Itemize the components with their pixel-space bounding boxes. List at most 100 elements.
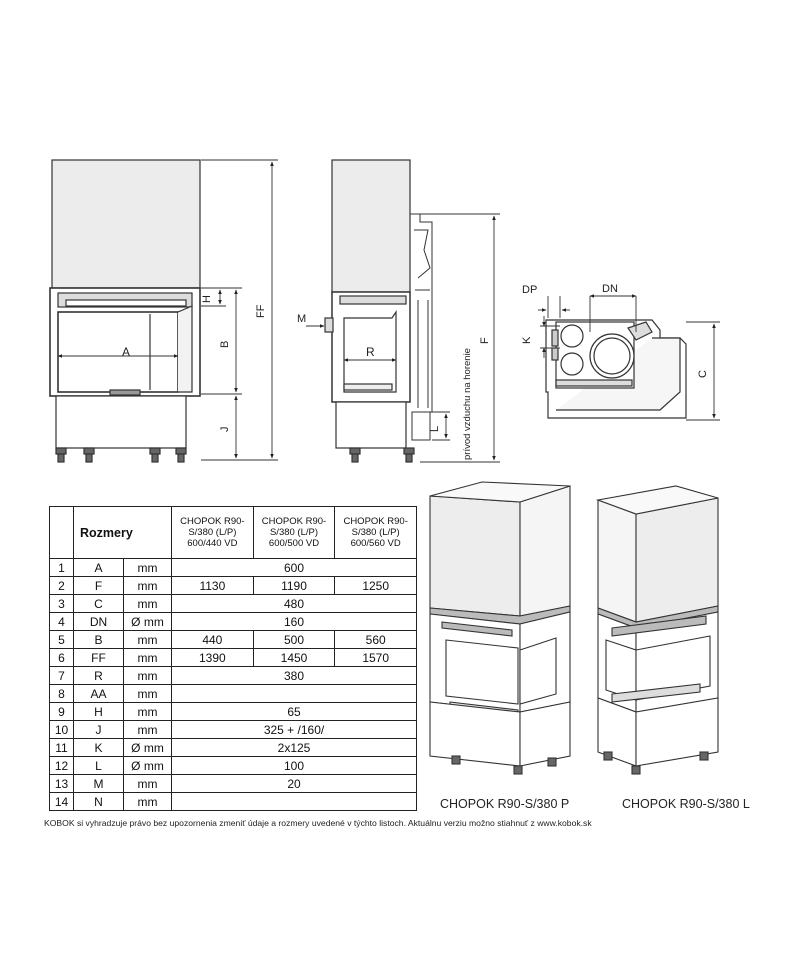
row-number: 13 bbox=[49, 774, 74, 793]
dimension-value: 560 bbox=[334, 630, 417, 649]
front-hood bbox=[51, 159, 201, 289]
dimension-unit: mm bbox=[122, 558, 173, 577]
dimension-value-all: 380 bbox=[171, 666, 417, 685]
row-number: 7 bbox=[49, 666, 74, 685]
dim-label-dp: DP bbox=[522, 284, 537, 296]
perspective-left-version bbox=[595, 485, 719, 775]
dimension-unit: mm bbox=[122, 702, 173, 721]
row-number: 10 bbox=[49, 720, 74, 739]
dim-label-r: R bbox=[366, 345, 375, 359]
caption-left-version: CHOPOK R90-S/380 L bbox=[622, 797, 750, 811]
dimension-value: 500 bbox=[252, 630, 336, 649]
front-base bbox=[55, 395, 187, 449]
dimension-unit: mm bbox=[122, 720, 173, 739]
perspective-right-version bbox=[429, 481, 571, 775]
dimension-code: DN bbox=[73, 612, 124, 631]
dimensions-table: Rozmery CHOPOK R90-S/380 (L/P) 600/440 V… bbox=[49, 506, 417, 811]
row-number: 5 bbox=[49, 630, 74, 649]
dimension-code: AA bbox=[73, 684, 124, 703]
dim-label-dn: DN bbox=[602, 283, 618, 295]
front-dimensions bbox=[57, 159, 278, 461]
dimension-value-all bbox=[171, 792, 417, 811]
dim-label-j: J bbox=[219, 427, 231, 433]
front-glass bbox=[57, 311, 179, 393]
dimension-value-all: 160 bbox=[171, 612, 417, 631]
model-header-440: CHOPOK R90-S/380 (L/P) 600/440 VD bbox=[171, 506, 254, 559]
dimension-unit: mm bbox=[122, 630, 173, 649]
k-intake-circle-2 bbox=[560, 352, 584, 376]
row-number: 6 bbox=[49, 648, 74, 667]
dimension-unit: mm bbox=[122, 792, 173, 811]
dim-label-f: F bbox=[479, 337, 491, 344]
dimension-unit: mm bbox=[122, 648, 173, 667]
table-title: Rozmery bbox=[72, 506, 173, 559]
dimension-unit: mm bbox=[122, 666, 173, 685]
front-feet bbox=[55, 447, 187, 463]
dimension-code: A bbox=[73, 558, 124, 577]
side-hood bbox=[331, 159, 411, 293]
model-header-560: CHOPOK R90-S/380 (L/P) 600/560 VD bbox=[334, 506, 417, 559]
dn-flue-circle bbox=[589, 333, 635, 379]
dimension-code: L bbox=[73, 756, 124, 775]
row-number: 8 bbox=[49, 684, 74, 703]
dimension-unit: Ø mm bbox=[122, 756, 173, 775]
dimension-value-all: 2x125 bbox=[171, 738, 417, 757]
dimension-code: R bbox=[73, 666, 124, 685]
dimension-code: F bbox=[73, 576, 124, 595]
dimension-code: B bbox=[73, 630, 124, 649]
dimension-code: C bbox=[73, 594, 124, 613]
dimension-value: 440 bbox=[171, 630, 254, 649]
dimension-code: H bbox=[73, 702, 124, 721]
dimension-code: FF bbox=[73, 648, 124, 667]
row-number: 11 bbox=[49, 738, 74, 757]
dimension-value-all: 100 bbox=[171, 756, 417, 775]
row-number: 2 bbox=[49, 576, 74, 595]
row-number: 9 bbox=[49, 702, 74, 721]
row-number: 14 bbox=[49, 792, 74, 811]
dimension-value-all: 20 bbox=[171, 774, 417, 793]
dimension-code: N bbox=[73, 792, 124, 811]
dimension-unit: Ø mm bbox=[122, 612, 173, 631]
dim-label-b: B bbox=[219, 341, 231, 348]
table-corner bbox=[49, 506, 74, 559]
side-view bbox=[324, 159, 433, 463]
dimension-unit: mm bbox=[122, 774, 173, 793]
dimension-value: 1570 bbox=[334, 648, 417, 667]
dimension-unit: mm bbox=[122, 576, 173, 595]
top-dimensions bbox=[538, 294, 720, 421]
side-dimensions bbox=[306, 213, 500, 463]
air-intake-label: prívod vzduchu na horenie bbox=[462, 348, 473, 460]
dimension-value: 1190 bbox=[252, 576, 336, 595]
dim-label-l: L bbox=[429, 426, 441, 432]
k-intake-circle-1 bbox=[560, 324, 584, 348]
dim-label-c: C bbox=[697, 370, 709, 378]
caption-right-version: CHOPOK R90-S/380 P bbox=[440, 797, 570, 811]
row-number: 1 bbox=[49, 558, 74, 577]
dimension-unit: mm bbox=[122, 684, 173, 703]
dim-label-a: A bbox=[122, 345, 130, 359]
air-intake-duct bbox=[410, 213, 433, 441]
dim-label-ff: FF bbox=[255, 304, 267, 318]
dimension-unit: Ø mm bbox=[122, 738, 173, 757]
dimension-unit: mm bbox=[122, 594, 173, 613]
dim-label-h: H bbox=[201, 295, 213, 303]
dimension-value-all: 600 bbox=[171, 558, 417, 577]
dimension-value: 1130 bbox=[171, 576, 254, 595]
dimension-value: 1450 bbox=[252, 648, 336, 667]
dimension-value-all: 65 bbox=[171, 702, 417, 721]
dimension-code: J bbox=[73, 720, 124, 739]
model-header-500: CHOPOK R90-S/380 (L/P) 600/500 VD bbox=[252, 506, 336, 559]
